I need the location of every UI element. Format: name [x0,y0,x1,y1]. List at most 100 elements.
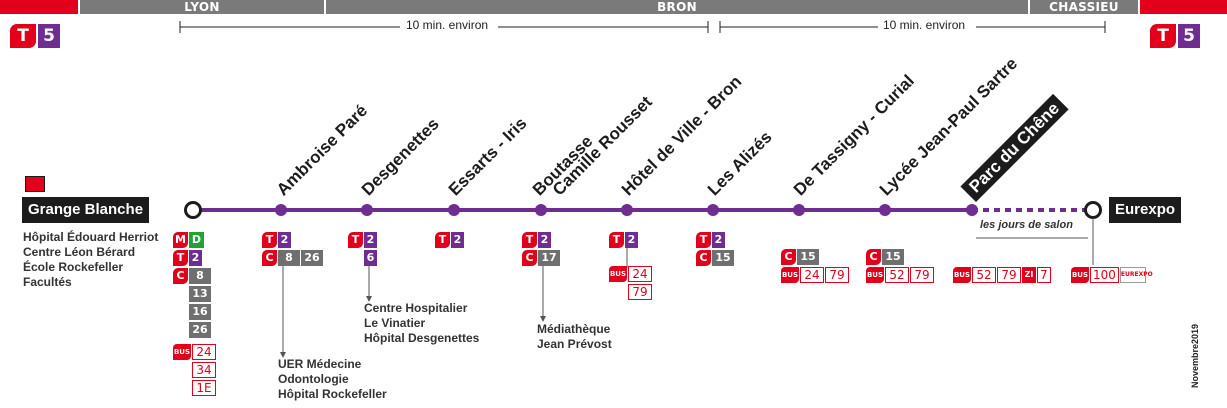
duration-2: 10 min. environ [883,18,966,32]
edition-date: Novembre2019 [1190,323,1200,388]
bus-line: 79 [910,267,934,283]
tram-line: 2 [451,232,464,248]
bus-line: 79 [825,267,849,283]
tram-line: 2 [625,232,638,248]
zone-bron: BRON [326,0,1028,14]
terminus-start: Grange Blanche [22,197,150,223]
chrono-line: 15 [882,249,904,265]
chrono-line: 26 [301,250,323,266]
bus-line: 34 [192,362,216,378]
bus-icon: BUS [953,267,971,283]
zone-lyon: LYON [80,0,324,14]
chrono-icon: C [522,250,537,266]
tram-line: 2 [189,250,202,266]
line-number: 5 [38,24,60,48]
station-places: Médiathèque Jean Prévost [537,322,612,352]
bus-icon: BUS [781,267,799,283]
bus-line: 24 [192,344,216,360]
line-badge-right: T 5 [1150,24,1200,48]
station-places: Centre Hospitalier Le Vinatier Hôpital D… [364,301,479,346]
metro-logo-icon [25,176,45,192]
tram-icon: T [173,250,188,266]
place-label: Hôpital Rockefeller [278,387,387,401]
tram-icon: T [262,232,277,248]
place-label: UER Médecine [278,357,362,371]
chrono-line: 13 [189,286,211,302]
zi-line: 7 [1037,267,1051,283]
top-accent-right [1140,0,1227,14]
tram-icon: T [348,232,363,248]
line-number: 5 [1178,24,1200,48]
bus-line: 1E [192,380,216,396]
zone-chassieu: CHASSIEU [1030,0,1138,14]
bus-line: 52 [885,267,909,283]
chrono-line: 8 [278,250,300,266]
tram-line: 2 [712,232,725,248]
eurexpo-logo-icon: EUREXPO [1119,267,1153,283]
chrono-icon: C [781,249,796,265]
place-label: Facultés [23,275,72,289]
chrono-icon: C [173,268,188,284]
bus-icon: BUS [1071,267,1089,283]
place-label: Odontologie [278,372,349,386]
tram-icon: T [435,232,450,248]
bus-line: 100 [1090,267,1119,283]
tram-icon: T [696,232,711,248]
zone-chassieu-label: CHASSIEU [1049,0,1119,14]
place-label: Hôpital Édouard Herriot [23,230,159,244]
zone-lyon-label: LYON [184,0,220,14]
tram-line: 2 [538,232,551,248]
terminus-end: Eurexpo [1109,197,1182,223]
tram-line: 2 [278,232,291,248]
terminus-start-places: Hôpital Édouard Herriot Centre Léon Béra… [23,230,158,290]
metro-icon: M [173,232,188,248]
place-label: Jean Prévost [537,337,612,351]
chrono-icon: C [866,249,881,265]
duration-brackets [179,21,1106,33]
tram-mode-icon: T [10,24,36,48]
chrono-line: 8 [189,268,211,284]
tram-icon: T [522,232,537,248]
bus-line: 79 [628,284,652,300]
bus-icon: BUS [609,266,627,282]
top-accent-left [0,0,78,14]
tram-line: 6 [364,250,377,266]
place-label: Centre Hospitalier [364,301,468,315]
tram-mode-icon: T [1150,24,1176,48]
bus-line: 79 [997,267,1021,283]
bus-line: 24 [628,266,652,282]
zone-bron-label: BRON [657,0,697,14]
line-badge-left: T 5 [10,24,60,48]
bus-line: 24 [800,267,824,283]
chrono-line: 26 [189,322,211,338]
bus-icon: BUS [866,267,884,283]
salon-note: les jours de salon [980,219,1073,231]
chrono-icon: C [262,250,277,266]
metro-line-d: D [189,232,204,248]
station-places: UER Médecine Odontologie Hôpital Rockefe… [278,357,387,402]
chrono-line: 16 [189,304,211,320]
place-label: École Rockefeller [23,260,124,274]
chrono-line: 17 [538,250,560,266]
chrono-icon: C [696,250,711,266]
bus-icon: BUS [173,344,191,360]
place-label: Médiathèque [537,322,611,336]
chrono-line: 15 [797,249,819,265]
chrono-line: 15 [712,250,734,266]
zi-icon: ZI [1022,267,1036,283]
place-label: Hôpital Desgenettes [364,331,480,345]
place-label: Le Vinatier [364,316,426,330]
duration-1: 10 min. environ [406,18,489,32]
